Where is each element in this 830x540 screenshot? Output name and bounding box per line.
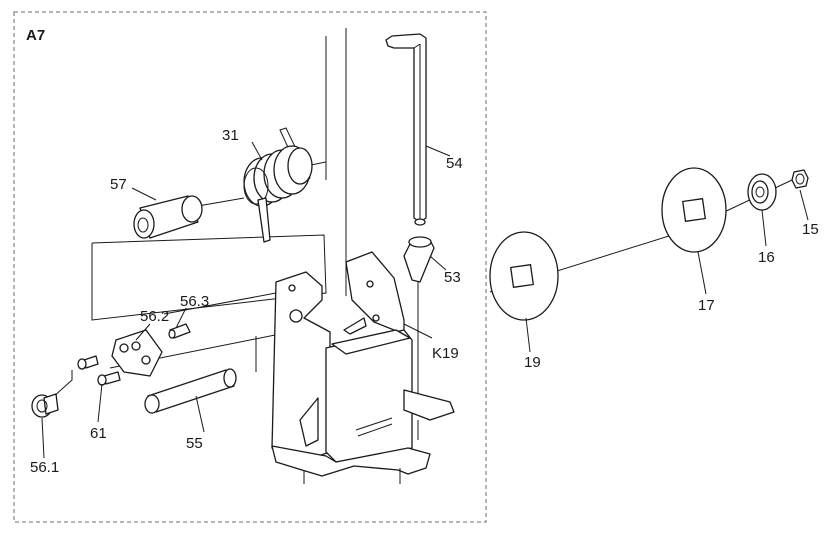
nut-part-15 [791, 169, 809, 189]
label-56-1: 56.1 [30, 459, 59, 476]
washer-part-16 [747, 173, 777, 211]
plug-part-53 [403, 236, 435, 283]
label-56-2: 56.2 [140, 308, 169, 325]
section-label: A7 [26, 27, 45, 44]
sleeve-part-57 [133, 195, 203, 239]
label-K19: K19 [432, 345, 459, 362]
clamp-block-part-56-2 [111, 329, 163, 377]
label-15: 15 [802, 221, 819, 238]
screws-part-61 [77, 355, 121, 386]
label-54: 54 [446, 155, 463, 172]
label-53: 53 [444, 269, 461, 286]
part-labels: 31 57 54 53 56.3 56.2 61 56.1 55 K19 19 … [30, 127, 819, 476]
label-57: 57 [110, 176, 127, 193]
axle-part-55 [144, 368, 237, 414]
label-55: 55 [186, 435, 203, 452]
disc-part-19 [489, 231, 559, 321]
label-19: 19 [524, 354, 541, 371]
label-16: 16 [758, 249, 775, 266]
hex-key-part-54 [385, 33, 427, 226]
knob-part-56-1 [31, 393, 59, 418]
label-61: 61 [90, 425, 107, 442]
disc-part-17 [661, 167, 727, 253]
pin-part-56-3 [168, 323, 191, 339]
label-31: 31 [222, 127, 239, 144]
leader-lines [41, 141, 809, 459]
spring-part-31 [243, 127, 313, 243]
main-bracket [271, 251, 455, 484]
detail-frame [13, 11, 487, 523]
label-56-3: 56.3 [180, 293, 209, 310]
label-17: 17 [698, 297, 715, 314]
